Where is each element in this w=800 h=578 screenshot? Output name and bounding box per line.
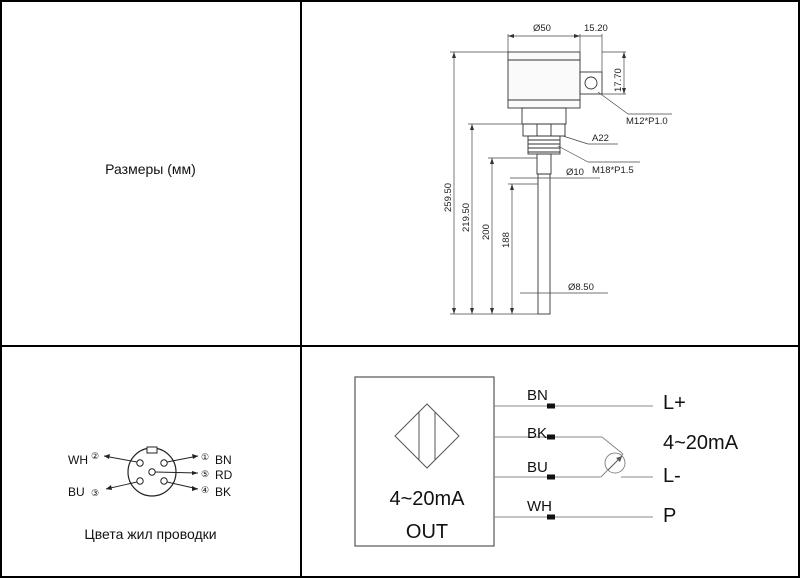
ammeter-icon: [604, 452, 626, 474]
pin-4: [160, 477, 168, 485]
box-out-label: OUT: [406, 521, 448, 543]
wire-bn-pin: [547, 403, 555, 409]
wire-bu-pin: [547, 474, 555, 480]
pin-wh-color: WH: [68, 453, 88, 467]
dim-d10: Ø10: [566, 167, 584, 178]
connector-pinout: WH ② BU ③ ① BN ⑤ RD ④ BK: [68, 446, 233, 499]
dim-15-20: 15.20: [584, 23, 608, 34]
pin-wh-num: ②: [91, 451, 99, 461]
wire-bk-label: BK: [527, 425, 547, 442]
dim-200: 200: [481, 224, 492, 240]
dimension-drawing: Ø50 15.20 17.70 M12*P1.0 A22 M18*P1.5 Ø1…: [443, 23, 672, 315]
wire-wh-pin: [547, 514, 555, 520]
dim-17-70: 17.70: [613, 68, 624, 92]
sensor-head: [507, 51, 581, 109]
connector-key: [146, 446, 158, 454]
dim-d50: Ø50: [533, 23, 551, 34]
hex-nut: [522, 123, 566, 137]
terminal-p: P: [663, 505, 676, 527]
wire-wh-label: WH: [527, 498, 552, 515]
wire-bk-pin: [547, 434, 555, 440]
wiring-diagram: 4~20mA OUT BN BK BU WH L+ 4~20mA L- P: [354, 376, 739, 547]
pin-bn-num: ①: [201, 452, 209, 462]
pin-rd-num: ⑤: [201, 469, 209, 479]
pin-rd-color: RD: [215, 468, 233, 482]
m12-connector: [579, 71, 603, 95]
pin-5: [148, 468, 156, 476]
dim-a22: A22: [592, 133, 609, 144]
inductive-symbol: [394, 403, 460, 469]
pin-bu-num: ③: [91, 488, 99, 498]
pin-2: [136, 459, 144, 467]
pin-bu-color: BU: [68, 485, 85, 499]
sensor-box: [354, 376, 495, 547]
m18-thread: [527, 135, 561, 155]
wire-bu-label: BU: [527, 459, 548, 476]
dim-188: 188: [501, 232, 512, 248]
box-signal-label: 4~20mA: [389, 488, 465, 510]
probe-shaft: [537, 173, 551, 315]
dim-d8-50: Ø8.50: [568, 282, 594, 293]
wire-colors-label: Цвета жил проводки: [84, 526, 217, 542]
dim-219-50: 219.50: [461, 203, 472, 232]
pin-bn-color: BN: [215, 453, 232, 467]
wire-bn-label: BN: [527, 387, 548, 404]
dimensions-label: Размеры (мм): [105, 161, 196, 177]
terminal-lminus: L-: [663, 465, 681, 487]
dim-m18: M18*P1.5: [592, 165, 634, 176]
terminal-signal: 4~20mA: [663, 432, 739, 454]
pin-bk-color: BK: [215, 485, 231, 499]
terminal-lplus: L+: [663, 392, 686, 414]
dim-259-50: 259.50: [443, 183, 454, 212]
pin-1: [160, 459, 168, 467]
pin-3: [136, 477, 144, 485]
pin-bk-num: ④: [201, 485, 209, 495]
dim-m12: M12*P1.0: [626, 116, 668, 127]
